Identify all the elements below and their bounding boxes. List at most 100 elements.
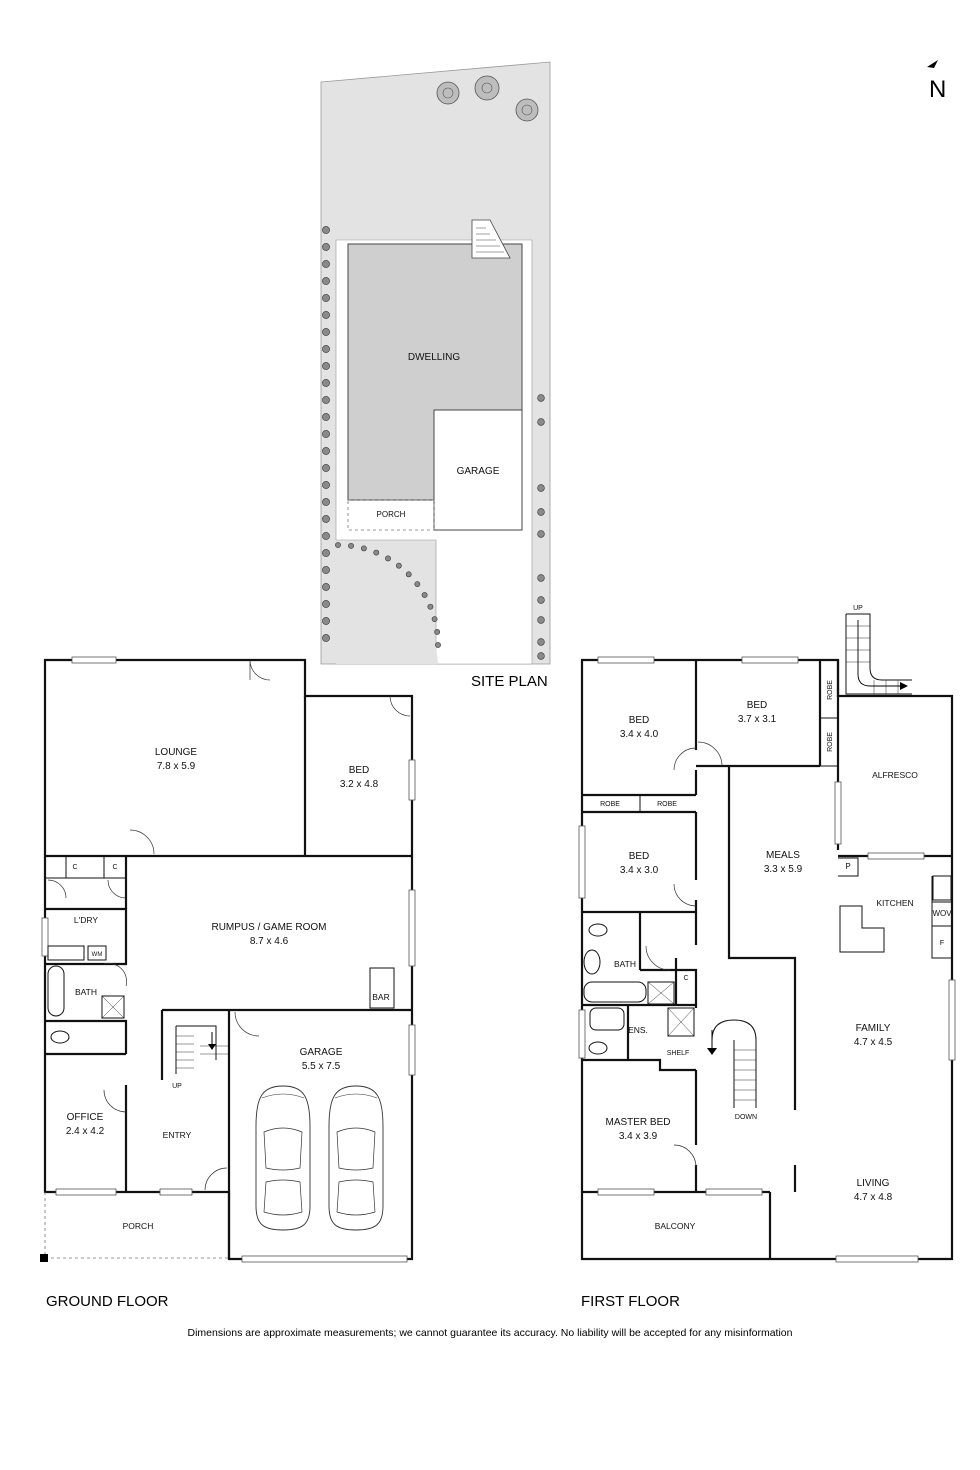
ff-robe-wall <box>582 793 696 814</box>
door-swing-icon <box>204 1167 228 1191</box>
site-plan-title: SITE PLAN <box>471 673 548 690</box>
ff-pantry <box>838 857 859 877</box>
gf-rumpus-size: 8.7 x 4.6 <box>250 936 289 947</box>
washing-machine-icon <box>87 945 107 961</box>
ff-robe-label: ROBE <box>827 680 834 700</box>
shrub-icon <box>537 596 545 604</box>
hedge-row-icon <box>322 226 330 642</box>
ff-pantry-label: P <box>845 862 850 871</box>
toilet-icon <box>588 1041 608 1055</box>
gf-office-size: 2.4 x 4.2 <box>66 1126 105 1137</box>
site-garage <box>433 409 523 531</box>
shrub-icon <box>322 481 330 489</box>
door-swing-icon <box>389 695 411 717</box>
ff-alfresco-label: ALFRESCO <box>872 770 918 780</box>
ff-balcony-label: BALCONY <box>655 1221 696 1231</box>
ff-robe-lines <box>820 717 838 767</box>
ff-meals-wall <box>727 766 797 1110</box>
site-garage-label: GARAGE <box>457 466 500 477</box>
tree-icon <box>515 98 539 122</box>
car-icon <box>255 1085 311 1231</box>
site-porch-label: PORCH <box>377 510 406 519</box>
hedge-row-icon <box>537 394 545 660</box>
cooktop-icon <box>932 875 952 901</box>
ff-kitchen-bench <box>931 876 952 959</box>
disclaimer-text: Dimensions are approximate measurements;… <box>187 1327 792 1339</box>
window <box>408 759 416 801</box>
ff-wall <box>582 812 698 914</box>
shrub-icon <box>322 396 330 404</box>
ff-title: FIRST FLOOR <box>581 1293 680 1310</box>
gf-lounge-size: 7.8 x 5.9 <box>157 761 196 772</box>
gf-up-label: UP <box>172 1083 182 1090</box>
gf-wm-label: WM <box>92 952 103 958</box>
shrub-icon <box>322 345 330 353</box>
ff-fridge-label: F <box>940 940 944 947</box>
shrub-icon <box>322 430 330 438</box>
ff-stair-down-icon <box>707 1019 757 1108</box>
ff-bed1-label: BED <box>629 715 650 726</box>
laundry-tub-icon <box>47 945 85 961</box>
shrub-icon <box>322 447 330 455</box>
shrub-icon <box>414 581 421 588</box>
door-swing-icon <box>107 879 127 899</box>
window <box>705 1188 763 1196</box>
shrub-icon <box>427 603 434 610</box>
gf-garage-size: 5.5 x 7.5 <box>302 1061 341 1072</box>
gf-cupboards <box>45 856 126 879</box>
door-swing-icon <box>673 1144 697 1168</box>
shrub-icon <box>395 562 402 569</box>
door-swing-icon <box>249 659 271 681</box>
bathtub-icon <box>583 981 647 1003</box>
ff-bed3-size: 3.4 x 3.0 <box>620 865 659 876</box>
gf-cupboard-label: C <box>72 864 77 871</box>
ff-bed3-label: BED <box>629 851 650 862</box>
ff-meals-label: MEALS <box>766 850 800 861</box>
ff-shelf-label: SHELF <box>667 1050 690 1057</box>
shrub-icon <box>421 592 428 598</box>
ff-ens-label: ENS. <box>628 1025 648 1035</box>
gf-bath-label: BATH <box>75 987 97 997</box>
shrub-icon <box>322 532 330 540</box>
window <box>578 825 586 899</box>
window <box>834 781 842 845</box>
ff-family-label: FAMILY <box>856 1023 891 1034</box>
site-stair-icon <box>471 219 511 259</box>
bathtub-icon <box>47 965 65 1017</box>
shrub-icon <box>322 617 330 625</box>
shrub-icon <box>537 394 545 402</box>
shrub-icon <box>322 362 330 370</box>
shrub-icon <box>405 571 412 578</box>
ff-living-label: LIVING <box>857 1178 890 1189</box>
garage-door <box>241 1255 408 1263</box>
gf-bar-label: BAR <box>372 992 389 1002</box>
shrub-icon <box>434 629 441 635</box>
shrub-icon <box>322 328 330 336</box>
shrub-icon <box>385 555 391 562</box>
window <box>55 1188 117 1196</box>
ff-wall <box>696 660 822 768</box>
gf-cupboard-label: C <box>112 864 117 871</box>
shrub-icon <box>322 379 330 387</box>
shrub-icon <box>537 638 545 646</box>
door-swing-icon <box>645 945 671 971</box>
window <box>159 1188 193 1196</box>
door-swing-icon <box>234 1011 260 1037</box>
door-swing-icon <box>103 1089 127 1113</box>
ff-bath-wall <box>638 912 698 1005</box>
gf-garage-label: GARAGE <box>300 1047 343 1058</box>
ff-down-label: DOWN <box>735 1114 757 1121</box>
ff-cupboard-label: C <box>683 975 688 982</box>
shrub-icon <box>435 642 441 648</box>
shrub-icon <box>322 277 330 285</box>
gf-stair-wall <box>160 1008 229 1080</box>
shrub-icon <box>335 542 341 548</box>
shrub-icon <box>322 600 330 608</box>
ground-floor: LOUNGE 7.8 x 5.9 BED 3.2 x 4.8 C C L'DRY… <box>40 656 416 1310</box>
gf-bar-counter <box>369 967 395 1009</box>
shrub-icon <box>322 464 330 472</box>
gf-office-label: OFFICE <box>67 1112 104 1123</box>
shrub-icon <box>537 652 545 660</box>
shrub-icon <box>322 311 330 319</box>
ff-ens-wall <box>582 1003 698 1008</box>
